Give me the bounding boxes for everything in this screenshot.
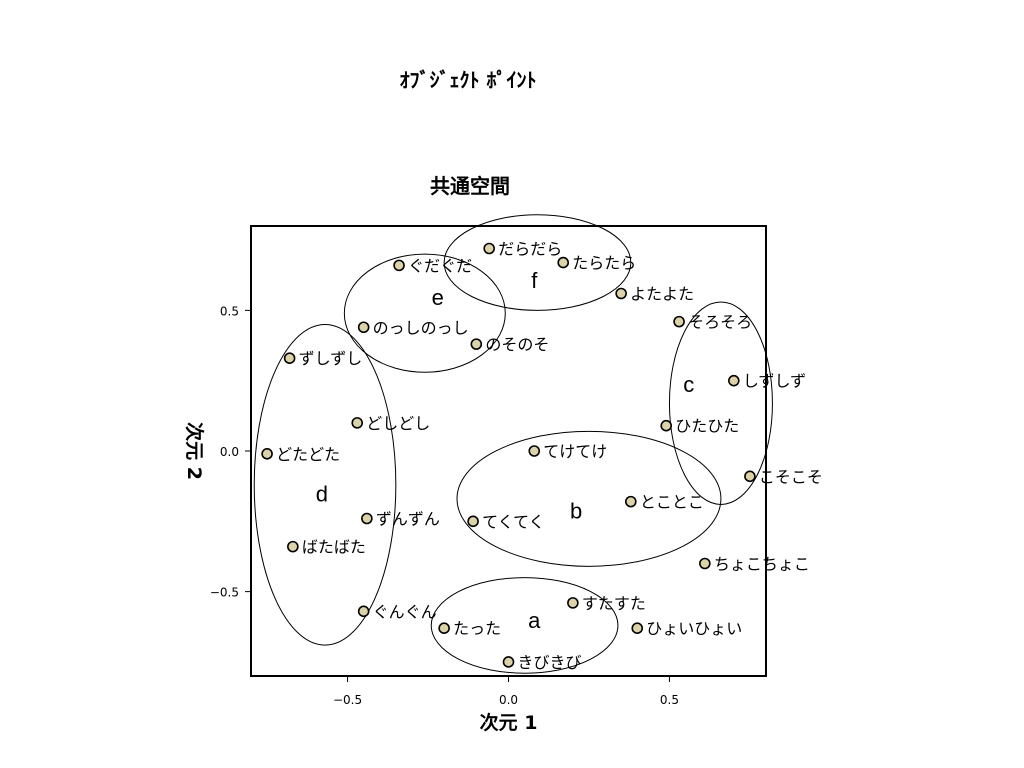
data-point [728,374,740,387]
point-label: てくてく [482,512,545,531]
point-label: ちょこちょこ [714,555,810,574]
x-tick-label: −0.5 [333,693,362,707]
y-axis-ticks: −0.5 0.0 0.5 [210,304,251,600]
data-point [615,287,627,300]
data-point [660,419,673,432]
data-point [283,352,296,364]
cluster-label-f: f [531,268,538,293]
point-label: きびきび [518,653,582,672]
point-label: ばたばた [302,538,366,557]
point-label: ひょいひょい [646,619,742,638]
point-label: とことこ [640,493,704,512]
x-tick-label: 0.5 [660,693,679,707]
data-point [393,259,405,272]
cluster-ellipse-e [343,253,506,373]
cluster-label-a: a [528,608,541,633]
data-point [557,256,570,269]
point-label: ぐだぐだ [408,256,472,275]
data-point [528,445,541,457]
data-point [567,597,579,609]
data-point [673,315,685,328]
point-label: こそこそ [759,467,823,486]
cluster-labels: a b c d e f [316,268,695,633]
y-tick-label: 0.5 [220,304,239,318]
cluster-ellipse-d [253,323,397,646]
data-point [502,656,515,668]
point-label: ずんずん [376,510,440,529]
cluster-ellipse-a [430,577,619,674]
point-label: よたよた [630,285,694,304]
point-label: しずしず [743,372,806,391]
point-label: だらだら [498,240,562,259]
data-point [357,321,370,334]
data-point [744,470,756,483]
point-label: てけてけ [543,442,607,461]
chart-title: 共通空間 [430,174,510,198]
cluster-label-e: e [432,285,444,310]
data-point [467,515,479,528]
x-tick-label: 0.0 [499,693,518,707]
cluster-ellipse-f [443,214,632,311]
point-label: どしどし [366,414,430,433]
data-point [357,605,370,618]
cluster-ellipse-b [456,430,722,567]
point-label: ぐんぐん [373,602,437,621]
x-axis-label: 次元 1 [480,711,538,734]
data-point [287,540,299,553]
data-point [699,557,711,570]
data-point [361,512,373,525]
point-label: たった [453,619,501,638]
point-label: そろそろ [688,313,752,332]
cluster-label-d: d [316,482,328,507]
point-label: たらたら [572,254,636,273]
point-label: ひたひた [675,417,739,436]
cluster-ellipses [253,214,773,674]
data-point [470,338,483,350]
x-axis-ticks: −0.5 0.0 0.5 [333,676,679,707]
data-point [631,622,644,634]
y-tick-label: −0.5 [210,586,239,600]
point-label: どたどた [276,445,340,464]
cluster-ellipse-c [668,301,773,505]
data-point [261,448,273,460]
point-label: のっしのっし [373,318,469,337]
data-point [438,622,450,634]
data-points [261,242,756,668]
y-tick-label: 0.0 [220,445,239,459]
page-title: ｵﾌﾞｼﾞｪｸﾄ ﾎﾟｲﾝﾄ [399,68,537,92]
data-point [625,495,637,508]
point-label: のそのそ [485,335,549,354]
y-axis-label: 次元 2 [183,422,206,480]
cluster-label-b: b [570,499,582,524]
data-point [483,242,495,255]
point-label: ずしずし [299,349,363,368]
point-label: すたすた [582,594,646,613]
data-point [351,417,364,429]
cluster-label-c: c [683,372,694,397]
